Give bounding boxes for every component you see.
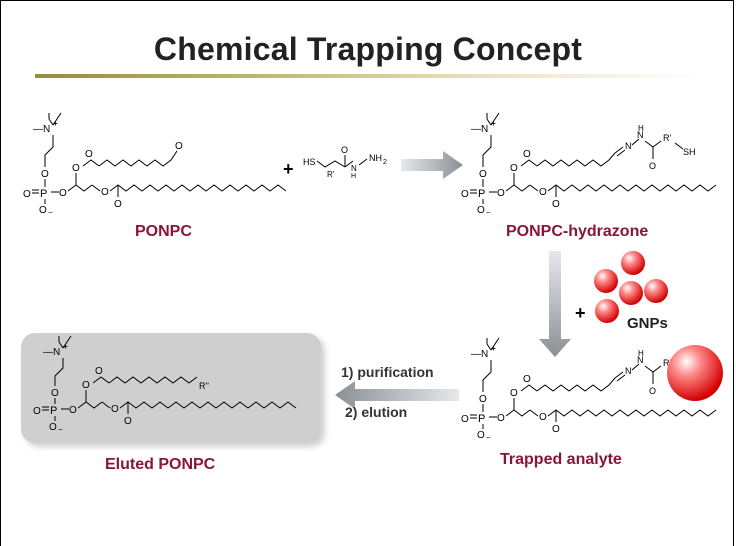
svg-text:N: N	[637, 130, 644, 140]
svg-text:+: +	[53, 119, 58, 128]
svg-text:O: O	[51, 388, 59, 399]
svg-text:O: O	[461, 189, 469, 200]
svg-text:O: O	[72, 163, 80, 174]
plus-sign-1: +	[283, 159, 294, 179]
svg-text:O: O	[114, 199, 122, 210]
svg-text:O: O	[41, 169, 49, 180]
eluted-highlight-box	[21, 333, 325, 447]
svg-text:R': R'	[327, 170, 335, 179]
svg-text:R': R'	[663, 358, 671, 368]
svg-text:O: O	[33, 406, 41, 417]
title-divider	[35, 74, 703, 78]
svg-text:—N: —N	[33, 124, 50, 135]
svg-text:O: O	[649, 161, 656, 171]
svg-text:O: O	[82, 380, 90, 391]
svg-text:+: +	[491, 119, 496, 128]
svg-text:+: +	[491, 344, 496, 353]
svg-text:—N: —N	[471, 124, 488, 135]
svg-text:O: O	[539, 412, 547, 423]
svg-text:O: O	[510, 163, 518, 174]
svg-text:O: O	[497, 413, 505, 424]
reaction-arrow-down	[539, 251, 571, 357]
svg-text:2: 2	[383, 159, 387, 166]
svg-text:O: O	[341, 145, 348, 155]
svg-text:H: H	[638, 124, 644, 133]
svg-text:O: O	[552, 424, 560, 435]
svg-text:O: O	[175, 141, 183, 152]
svg-text:O: O	[111, 404, 119, 415]
svg-text:−: −	[486, 433, 491, 442]
caption-trapped-analyte: Trapped analyte	[500, 451, 622, 468]
svg-text:P: P	[40, 188, 47, 200]
svg-text:O: O	[39, 205, 47, 216]
caption-ponpc: PONPC	[135, 223, 192, 240]
hydrazone-structure: —N + O P O O − O O O N N H	[461, 112, 717, 217]
svg-text:O: O	[95, 366, 103, 377]
svg-text:O: O	[523, 149, 531, 160]
svg-text:O: O	[69, 405, 77, 416]
svg-text:O: O	[539, 187, 547, 198]
svg-text:—N: —N	[471, 349, 488, 360]
svg-text:O: O	[59, 188, 67, 199]
step-purification-label: 1) purification	[341, 364, 434, 380]
svg-text:O: O	[477, 430, 485, 441]
reaction-arrow-1	[401, 151, 463, 179]
svg-text:O: O	[477, 205, 485, 216]
svg-text:O: O	[23, 189, 31, 200]
ponpc-structure: —N + O P O O − O O O O O O	[23, 112, 287, 217]
reaction-arrow-left	[335, 381, 459, 409]
svg-text:O: O	[523, 374, 531, 385]
svg-text:P: P	[50, 405, 57, 417]
caption-eluted-ponpc: Eluted PONPC	[105, 456, 216, 473]
svg-text:N: N	[637, 355, 644, 365]
svg-text:R'': R''	[199, 381, 209, 391]
svg-text:O: O	[101, 187, 109, 198]
svg-text:R': R'	[663, 133, 671, 143]
svg-text:−: −	[486, 208, 491, 217]
gnps-label: GNPs	[627, 315, 668, 332]
svg-text:O: O	[85, 149, 93, 160]
svg-text:O: O	[479, 394, 487, 405]
svg-text:NH: NH	[369, 153, 382, 163]
plus-sign-2: +	[575, 303, 586, 323]
svg-text:P: P	[478, 413, 485, 425]
svg-text:P: P	[478, 188, 485, 200]
page-title: Chemical Trapping Concept	[153, 31, 583, 67]
svg-text:N: N	[625, 141, 632, 151]
svg-text:−: −	[48, 208, 53, 217]
svg-text:O: O	[124, 416, 132, 427]
svg-text:O: O	[552, 199, 560, 210]
step-elution-label: 2) elution	[345, 404, 408, 420]
svg-text:O: O	[461, 414, 469, 425]
svg-text:O: O	[479, 169, 487, 180]
trapped-analyte-structure: —N + O P O O − O O O N N H	[461, 337, 717, 442]
svg-text:O: O	[649, 386, 656, 396]
gold-nanoparticle	[667, 345, 723, 401]
svg-text:—N: —N	[43, 347, 60, 358]
svg-text:H: H	[638, 349, 644, 358]
svg-text:H: H	[351, 173, 356, 180]
caption-ponpc-hydrazone: PONPC-hydrazone	[506, 223, 649, 240]
svg-text:O: O	[49, 422, 57, 433]
eluted-ponpc-structure: —N + O P O O − O O O R'' O O	[33, 335, 297, 434]
svg-text:N: N	[351, 164, 357, 173]
svg-text:HS: HS	[303, 157, 316, 167]
gnp-cluster	[594, 251, 668, 323]
svg-text:O: O	[497, 188, 505, 199]
svg-text:−: −	[58, 425, 63, 434]
svg-text:O: O	[510, 388, 518, 399]
svg-text:N: N	[625, 366, 632, 376]
svg-text:SH: SH	[683, 147, 696, 157]
svg-text:+: +	[63, 342, 68, 351]
hydrazide-reagent: HS R' O N H NH 2	[303, 145, 387, 180]
